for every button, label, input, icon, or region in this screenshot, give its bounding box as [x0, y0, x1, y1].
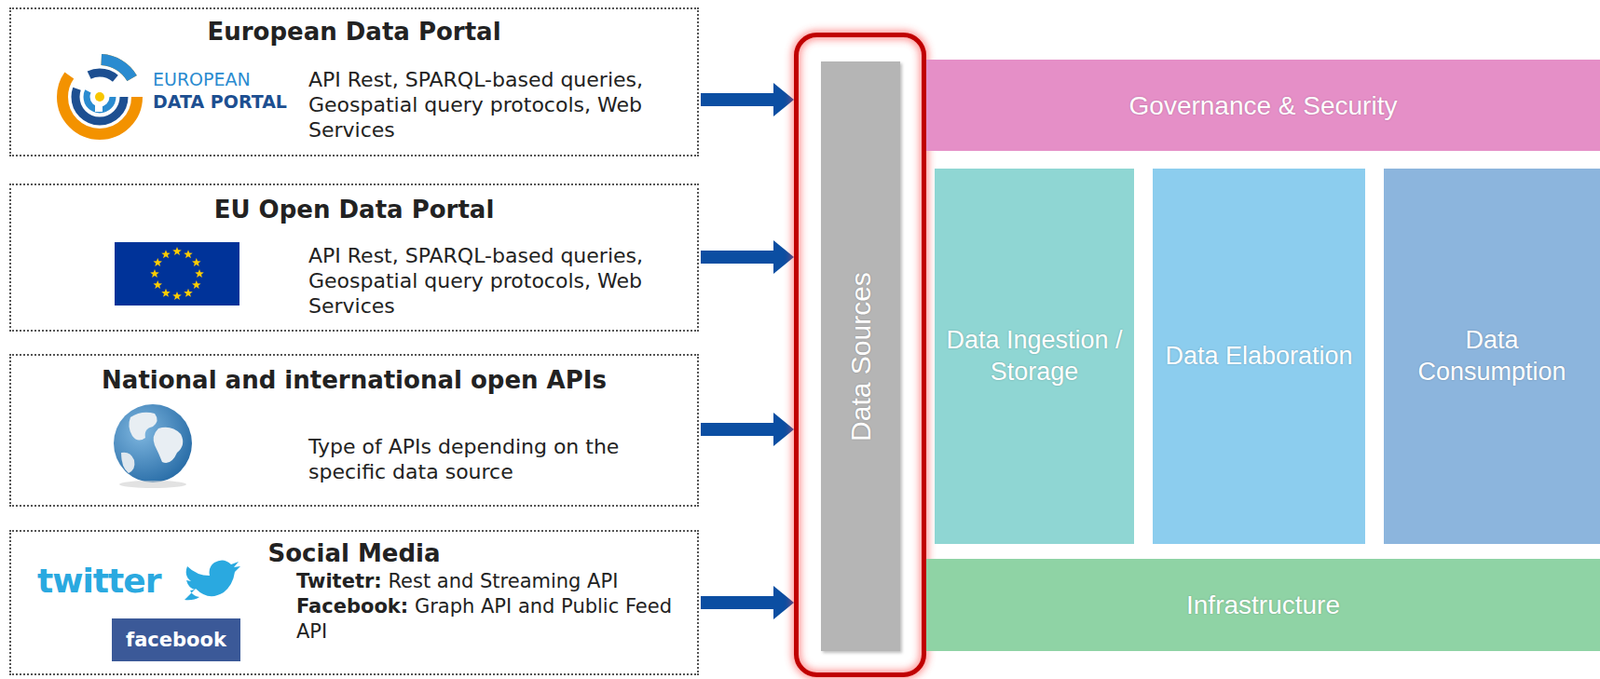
- logo-text: DATA PORTAL: [152, 92, 288, 112]
- highlight-glow: [796, 35, 925, 676]
- flow-arrow: [700, 93, 774, 107]
- flag-star: [191, 280, 202, 289]
- flow-arrow: [700, 596, 774, 610]
- source-box: European Data PortalAPI Rest, SPARQL-bas…: [9, 7, 699, 157]
- flag-star: [183, 288, 193, 298]
- logo-text: facebook: [111, 618, 241, 662]
- flag-star: [172, 291, 182, 301]
- facebook-tile: [111, 618, 241, 662]
- flag-star: [161, 288, 171, 298]
- flow-arrow: [700, 423, 774, 437]
- flow-arrow: [700, 250, 774, 264]
- edp-logo: [62, 59, 137, 135]
- source-box: National and international open APIsType…: [9, 354, 699, 507]
- architecture-column: Data Elaboration: [1152, 168, 1366, 545]
- twitter-bird: [184, 560, 241, 601]
- infrastructure-band: Infrastructure: [926, 559, 1600, 652]
- flag-star: [152, 280, 163, 289]
- source-box: EU Open Data PortalAPI Rest, SPARQL-base…: [9, 183, 699, 332]
- governance-band: Governance & Security: [926, 59, 1600, 151]
- architecture-column: Data Ingestion / Storage: [934, 168, 1135, 545]
- band-title: Data Ingestion / Storage: [943, 325, 1126, 389]
- source-description: API Rest, SPARQL-based queries, Geospati…: [308, 67, 663, 143]
- data-sources-bar: Data Sources: [820, 61, 901, 652]
- band-title: Data Sources: [843, 272, 879, 442]
- flag-star: [172, 246, 182, 256]
- flag-star: [152, 258, 163, 267]
- data-sources-panel: Data Sources: [793, 32, 927, 678]
- band-title: Data Consumption: [1408, 325, 1576, 389]
- source-description: API Rest, SPARQL-based queries, Geospati…: [308, 243, 663, 319]
- band-title: Infrastructure: [1030, 588, 1497, 622]
- logo-text: twitter: [37, 562, 161, 601]
- globe-icon: [113, 404, 192, 489]
- flag-star: [161, 249, 171, 259]
- flag-star: [183, 249, 193, 259]
- flag-star: [194, 269, 205, 278]
- band-title: Governance & Security: [1030, 89, 1497, 123]
- api-description: Twitetr: Rest and Streaming API: [296, 569, 692, 595]
- source-description: Type of APIs depending on the specific d…: [308, 434, 686, 485]
- highlight-outline: [796, 35, 925, 676]
- flag-star: [150, 269, 160, 278]
- api-description: Facebook: Graph API and Public Feed API: [296, 594, 692, 645]
- eu-flag: [114, 242, 240, 306]
- architecture-column: Data Consumption: [1383, 168, 1600, 545]
- source-box: Social MediaTwitetr: Rest and Streaming …: [9, 530, 699, 676]
- band-title: Data Elaboration: [1155, 341, 1363, 373]
- logo-text: EUROPEAN: [152, 69, 251, 90]
- flag-star: [191, 258, 202, 267]
